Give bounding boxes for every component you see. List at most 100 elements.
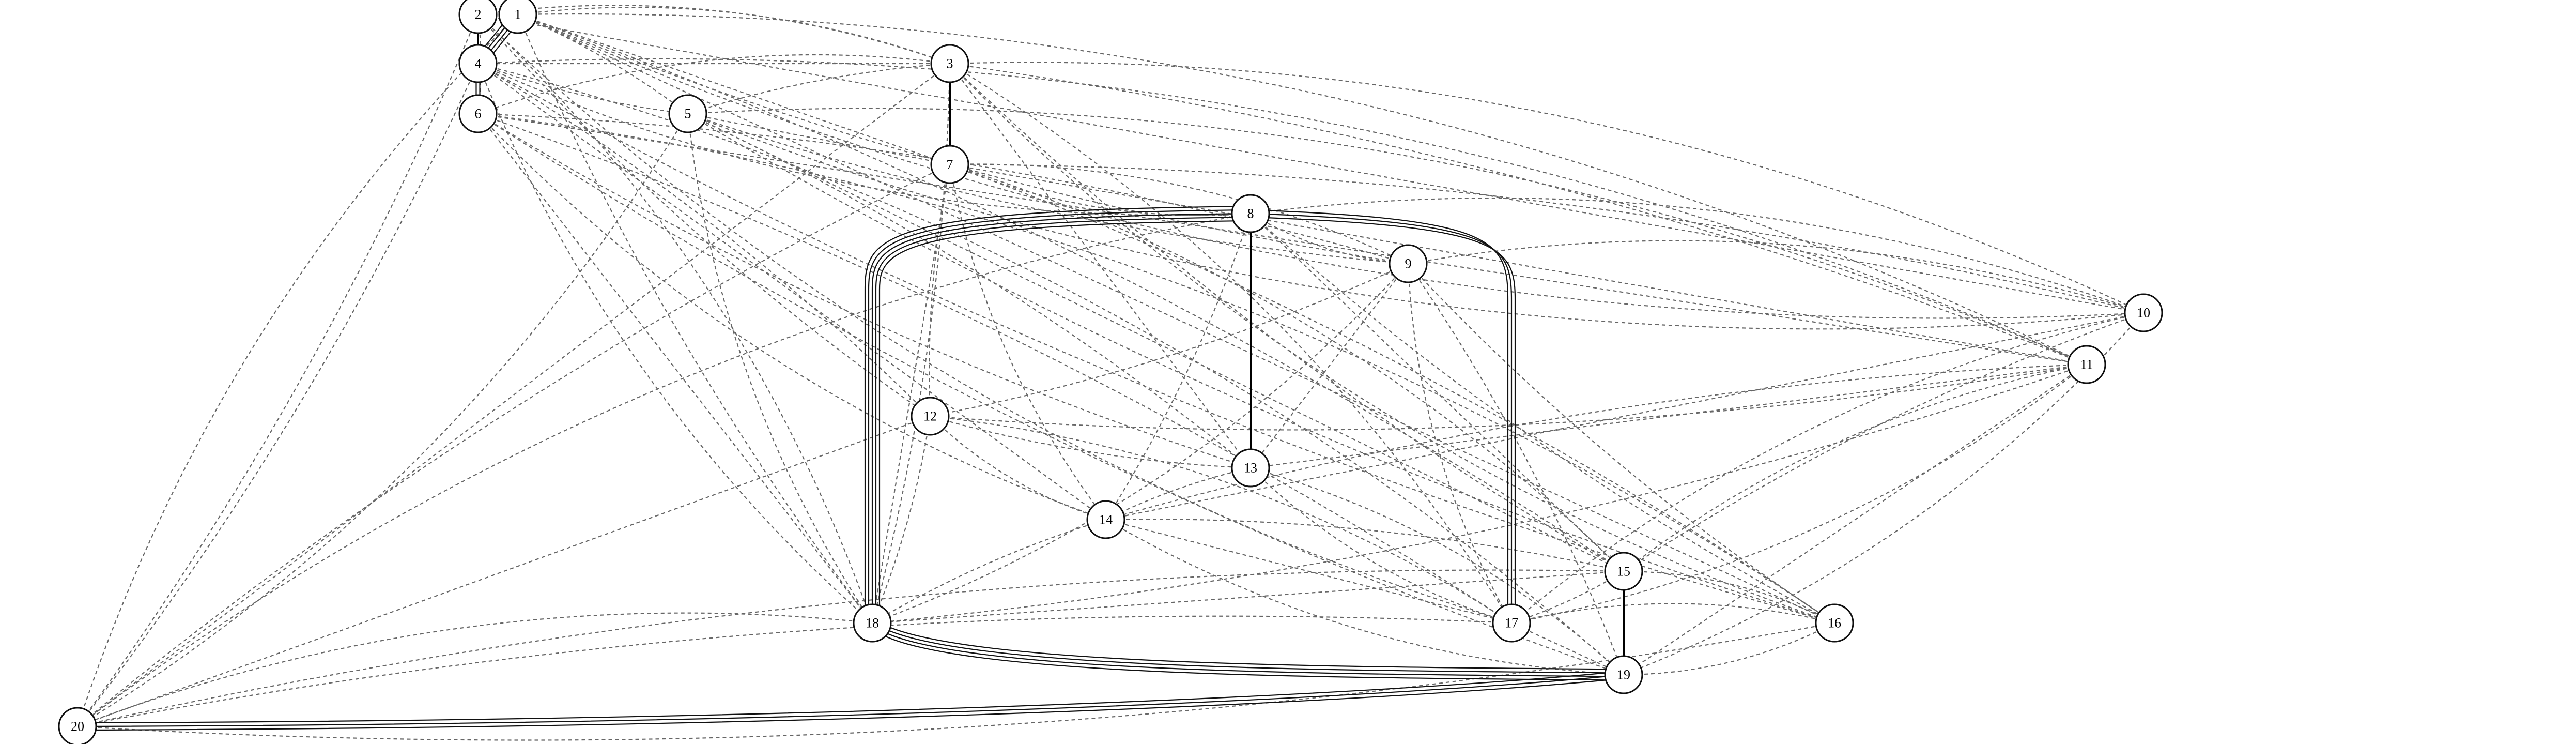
node-10: 10 <box>2124 293 2163 332</box>
dashed-edge-1-11 <box>517 13 2087 365</box>
node-5-circle <box>668 94 707 133</box>
node-11-circle <box>2067 345 2106 384</box>
node-9-label: 9 <box>1405 256 1412 271</box>
node-14-circle <box>1086 500 1125 539</box>
dashed-edge-7-11 <box>949 163 2087 366</box>
dashed-edge-3-5 <box>687 63 950 115</box>
dashed-edge-14-15 <box>1105 519 1624 572</box>
node-6-circle <box>458 94 498 133</box>
node-18-label: 18 <box>866 616 879 631</box>
dashed-edge-4-18 <box>477 63 873 624</box>
node-14: 14 <box>1086 500 1125 539</box>
solid-edge-8-18 <box>864 205 1251 623</box>
node-17-label: 17 <box>1505 616 1518 631</box>
dashed-edge-17-20 <box>77 615 1512 727</box>
node-8-circle <box>1231 194 1270 233</box>
node-5-label: 5 <box>685 107 691 122</box>
node-7-label: 7 <box>947 157 953 172</box>
dashed-edge-1-20 <box>76 14 518 727</box>
dashed-edge-13-19 <box>1250 467 1624 675</box>
dashed-edge-1-16 <box>517 14 1835 624</box>
dashed-edge-7-14 <box>949 164 1106 520</box>
dashed-edge-9-10 <box>1408 240 2144 314</box>
dashed-edge-2-18 <box>477 14 873 624</box>
dashed-edge-4-14 <box>477 63 1106 520</box>
dashed-edge-5-16 <box>687 113 1835 624</box>
dashed-edge-5-13 <box>687 113 1251 468</box>
dashed-edge-8-10 <box>1250 198 2144 314</box>
solid-edge-8-18 <box>871 212 1251 623</box>
dashed-edge-9-13 <box>1250 263 1409 468</box>
dashed-edge-6-18 <box>477 113 873 624</box>
dashed-edge-8-9 <box>1250 213 1409 265</box>
node-19: 19 <box>1604 655 1643 694</box>
dashed-edge-7-12 <box>929 164 951 417</box>
dashed-edge-1-9 <box>517 13 1409 265</box>
solid-edge-20-19 <box>77 674 1624 727</box>
dashed-edge-14-17 <box>1105 519 1512 624</box>
node-20: 20 <box>58 707 97 744</box>
dashed-edge-2-20 <box>77 14 479 727</box>
dashed-edge-11-17 <box>1511 364 2087 624</box>
node-19-circle <box>1604 655 1643 694</box>
node-15-circle <box>1604 552 1643 591</box>
node-17: 17 <box>1492 603 1531 643</box>
dashed-edge-12-13 <box>930 415 1251 469</box>
node-16-label: 16 <box>1828 616 1841 631</box>
dashed-edge-4-8 <box>477 63 1251 216</box>
solid-edge-18-19 <box>872 620 1624 674</box>
node-11: 11 <box>2067 345 2106 384</box>
dashed-edge-3-11 <box>949 63 2087 366</box>
dashed-edge-12-17 <box>930 415 1512 624</box>
dashed-edge-5-15 <box>687 113 1624 572</box>
node-1-label: 1 <box>515 7 521 22</box>
dashed-edge-16-20 <box>77 622 1835 741</box>
dashed-edge-1-7 <box>517 13 950 165</box>
dashed-edge-1-10 <box>517 13 2144 319</box>
node-16: 16 <box>1815 603 1854 643</box>
dashed-edge-12-20 <box>77 415 931 727</box>
node-10-label: 10 <box>2137 306 2150 321</box>
dashed-edge-10-19 <box>1623 312 2144 676</box>
node-7: 7 <box>930 145 969 184</box>
node-19-label: 19 <box>1617 667 1630 682</box>
dashed-edge-11-18 <box>872 363 2087 624</box>
dashed-edge-9-17 <box>1407 263 1512 624</box>
dashed-edge-7-18 <box>871 164 951 624</box>
dashed-edge-11-15 <box>1623 363 2087 572</box>
node-8-label: 8 <box>1247 206 1254 221</box>
node-7-circle <box>930 145 969 184</box>
node-12-circle <box>911 397 950 436</box>
dashed-edge-4-19 <box>477 63 1624 675</box>
dashed-edge-16-17 <box>1511 603 1835 624</box>
dashed-edge-1-5 <box>517 13 688 114</box>
node-8: 8 <box>1231 194 1270 233</box>
dashed-edge-9-16 <box>1408 263 1835 624</box>
dashed-edge-7-10 <box>949 163 2144 314</box>
node-14-label: 14 <box>1099 512 1113 527</box>
solid-edge-8-18 <box>878 220 1251 623</box>
node-2-circle <box>458 0 498 34</box>
dashed-edge-10-14 <box>1105 312 2144 521</box>
node-10-circle <box>2124 293 2163 332</box>
solid-edges-layer <box>77 10 1625 731</box>
dashed-edge-9-12 <box>930 263 1409 417</box>
node-6-label: 6 <box>475 107 482 122</box>
solid-edge-18-19 <box>872 628 1624 681</box>
dashed-edge-9-19 <box>1408 263 1625 675</box>
node-15-label: 15 <box>1617 564 1630 579</box>
node-4-circle <box>458 44 498 83</box>
node-18: 18 <box>853 603 892 643</box>
node-3: 3 <box>930 44 969 83</box>
node-1-circle <box>498 0 537 34</box>
dashed-edge-3-15 <box>949 63 1624 572</box>
dashed-edge-1-3 <box>517 6 950 65</box>
dashed-edge-11-14 <box>1105 363 2087 521</box>
dashed-edge-5-20 <box>77 113 688 727</box>
dashed-edge-15-16 <box>1623 570 1835 624</box>
dashed-edge-12-18 <box>871 416 931 624</box>
dashed-edge-14-19 <box>1105 519 1624 676</box>
node-13-label: 13 <box>1244 461 1257 476</box>
dashed-edge-5-7 <box>687 113 950 165</box>
